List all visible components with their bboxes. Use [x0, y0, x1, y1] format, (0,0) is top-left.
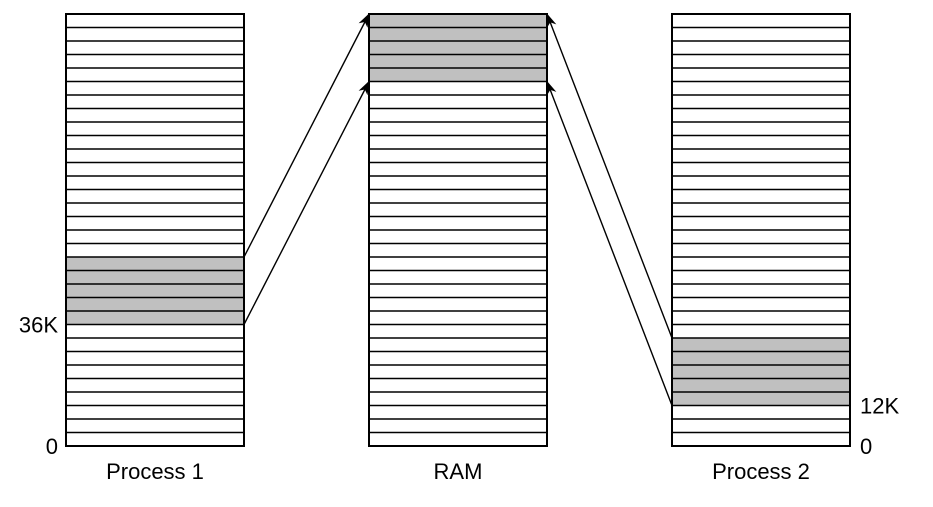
memory-columns [65, 13, 851, 447]
process1-mapped-page [66, 284, 244, 298]
ram-column [368, 13, 548, 447]
ram-mapped-page [369, 54, 547, 68]
process2-column [671, 13, 851, 447]
process1-mapped-page [66, 257, 244, 271]
ram-mapped-page [369, 27, 547, 41]
process2-address-marker: 12K [860, 394, 899, 419]
process2-address-marker: 0 [860, 434, 872, 459]
mapping-arrows [243, 13, 673, 406]
process1-address-marker: 0 [46, 434, 58, 459]
process1-mapped-page [66, 297, 244, 311]
ram-frame [368, 13, 548, 447]
process1-address-marker: 36K [19, 313, 58, 338]
ram-label: RAM [434, 459, 483, 484]
ram-mapped-page [369, 41, 547, 55]
ram-mapped-page [369, 14, 547, 28]
process1-to-ram-arrow [243, 13, 370, 258]
process2-mapped-page [672, 392, 850, 406]
process1-mapped-page [66, 311, 244, 325]
process1-column [65, 13, 245, 447]
process2-mapped-page [672, 351, 850, 365]
process2-mapped-page [672, 338, 850, 352]
process2-to-ram-arrow [546, 13, 673, 339]
process2-to-ram-arrow [546, 80, 673, 406]
process2-label: Process 2 [712, 459, 810, 484]
process2-mapped-page [672, 378, 850, 392]
process1-mapped-page [66, 270, 244, 284]
ram-mapped-page [369, 68, 547, 82]
process1-frame [65, 13, 245, 447]
process2-mapped-page [672, 365, 850, 379]
process1-to-ram-arrow [243, 80, 370, 325]
process1-label: Process 1 [106, 459, 204, 484]
process2-frame [671, 13, 851, 447]
